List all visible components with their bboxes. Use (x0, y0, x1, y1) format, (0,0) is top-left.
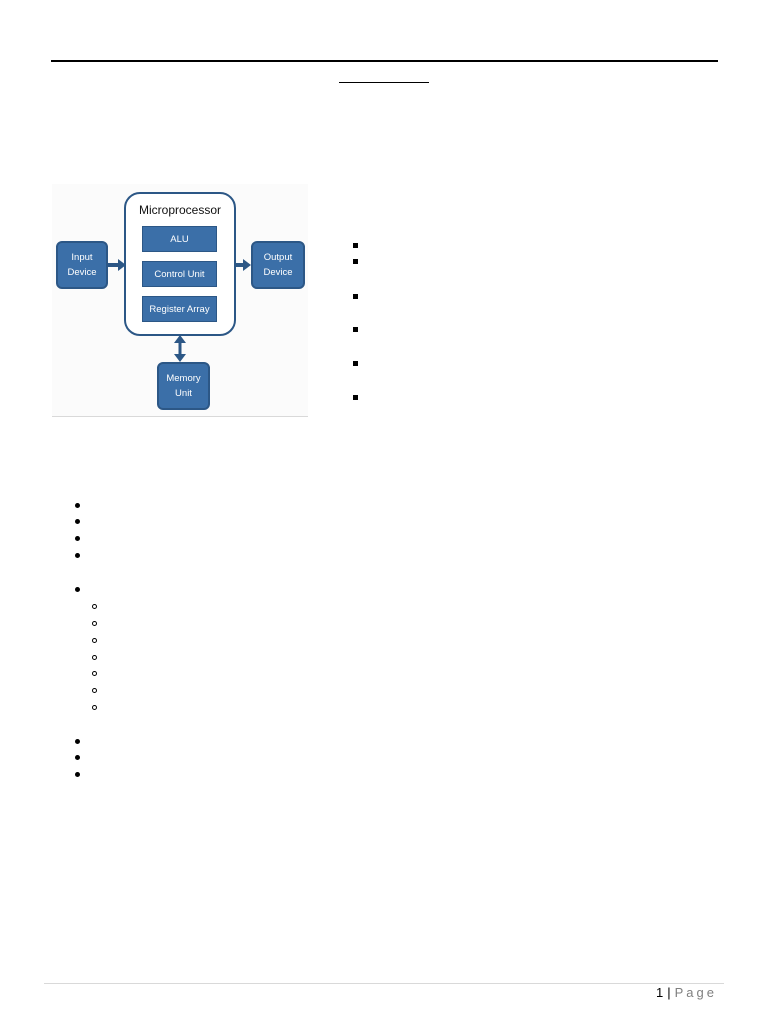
sublist-item-bullet (92, 655, 97, 660)
register-array-box: Register Array (142, 296, 217, 322)
list-item-bullet (75, 503, 80, 508)
page-footer: 1|Page (656, 985, 717, 1000)
list-item-bullet (353, 361, 358, 366)
list-item-bullet (75, 739, 80, 744)
memory-unit-box: Memory Unit (157, 362, 210, 410)
output-device-box: Output Device (251, 241, 305, 289)
footer-separator: | (667, 985, 671, 1000)
header-rule (51, 60, 718, 62)
list-item-bullet (75, 536, 80, 541)
title-underline (339, 82, 429, 83)
list-item-bullet (75, 772, 80, 777)
footer-rule (44, 983, 724, 984)
memory-unit-line2: Unit (175, 388, 192, 399)
alu-box: ALU (142, 226, 217, 252)
list-item-bullet (353, 327, 358, 332)
memory-arrow-down-head (174, 354, 186, 362)
input-device-box: Input Device (56, 241, 108, 289)
list-item-bullet (75, 587, 80, 592)
sublist-item-bullet (92, 638, 97, 643)
input-arrow-head (118, 259, 126, 271)
list-item-bullet (75, 519, 80, 524)
page-number: 1 (656, 985, 664, 1000)
microprocessor-block-diagram: Input Device Microprocessor ALU Control … (52, 184, 308, 417)
sublist-item-bullet (92, 688, 97, 693)
output-arrow-head (243, 259, 251, 271)
list-item-bullet (353, 395, 358, 400)
output-device-line1: Output (263, 252, 293, 263)
list-item-bullet (353, 259, 358, 264)
memory-unit-line1: Memory (166, 373, 201, 384)
sublist-item-bullet (92, 621, 97, 626)
microprocessor-title: Microprocessor (138, 203, 222, 217)
input-device-line2: Device (67, 267, 97, 278)
memory-arrow-up-head (174, 335, 186, 343)
list-item-bullet (75, 553, 80, 558)
output-device-line2: Device (263, 267, 293, 278)
input-device-line1: Input (71, 252, 93, 263)
page-label: Page (674, 985, 717, 1000)
list-item-bullet (353, 294, 358, 299)
control-unit-box: Control Unit (142, 261, 217, 287)
sublist-item-bullet (92, 671, 97, 676)
list-item-bullet (353, 243, 358, 248)
list-item-bullet (75, 755, 80, 760)
sublist-item-bullet (92, 705, 97, 710)
sublist-item-bullet (92, 604, 97, 609)
